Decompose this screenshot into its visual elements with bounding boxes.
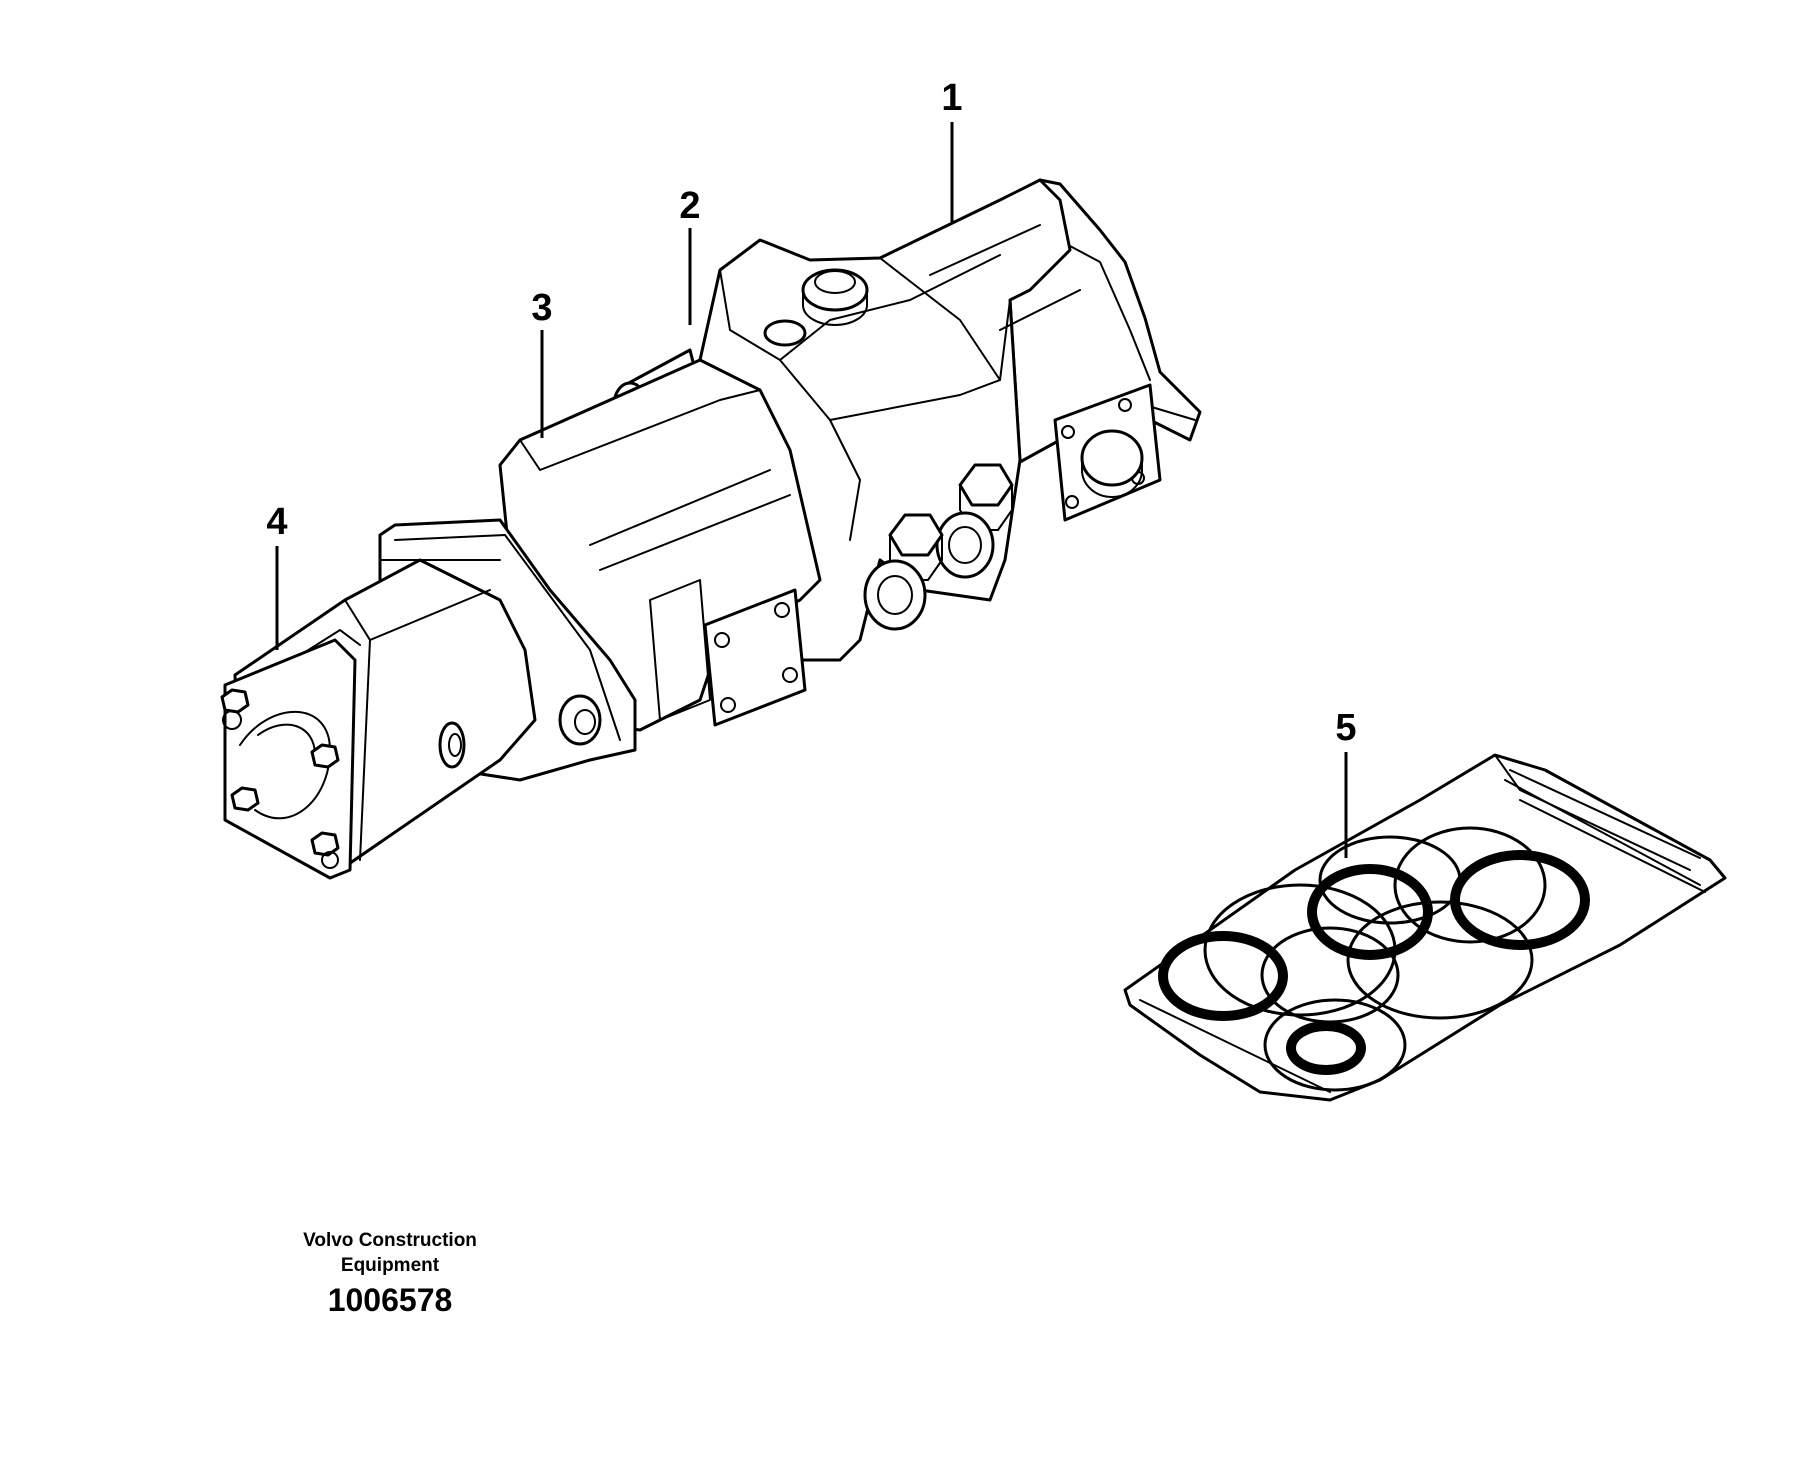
callout-label: 3 <box>531 287 552 329</box>
hex-fitting-1 <box>937 465 1012 577</box>
callout-4: 4 <box>266 501 288 650</box>
callout-label: 5 <box>1335 707 1356 749</box>
callout-5: 5 <box>1335 707 1357 858</box>
manufacturer-line-2: Equipment <box>340 1255 440 1276</box>
hydraulic-pump-assembly <box>222 180 1200 878</box>
manufacturer-line-1: Volvo Construction <box>303 1230 477 1251</box>
callout-1: 1 <box>941 77 963 222</box>
gear-pump-bolts <box>222 690 338 868</box>
callout-label: 1 <box>941 77 962 119</box>
drawing-number: 1006578 <box>327 1282 453 1318</box>
side-cover-plate-right <box>1055 385 1160 520</box>
side-cover-plate-left <box>705 590 805 725</box>
callout-3: 3 <box>531 287 553 438</box>
callout-label: 4 <box>266 501 287 543</box>
gear-pump <box>222 560 535 878</box>
hex-fitting-2 <box>865 515 942 629</box>
callout-label: 2 <box>679 185 700 227</box>
manufacturer-caption: Volvo Construction Equipment <box>270 1228 510 1278</box>
callout-2: 2 <box>679 185 701 325</box>
o-ring-set <box>1163 828 1585 1090</box>
seal-kit <box>1125 755 1725 1100</box>
